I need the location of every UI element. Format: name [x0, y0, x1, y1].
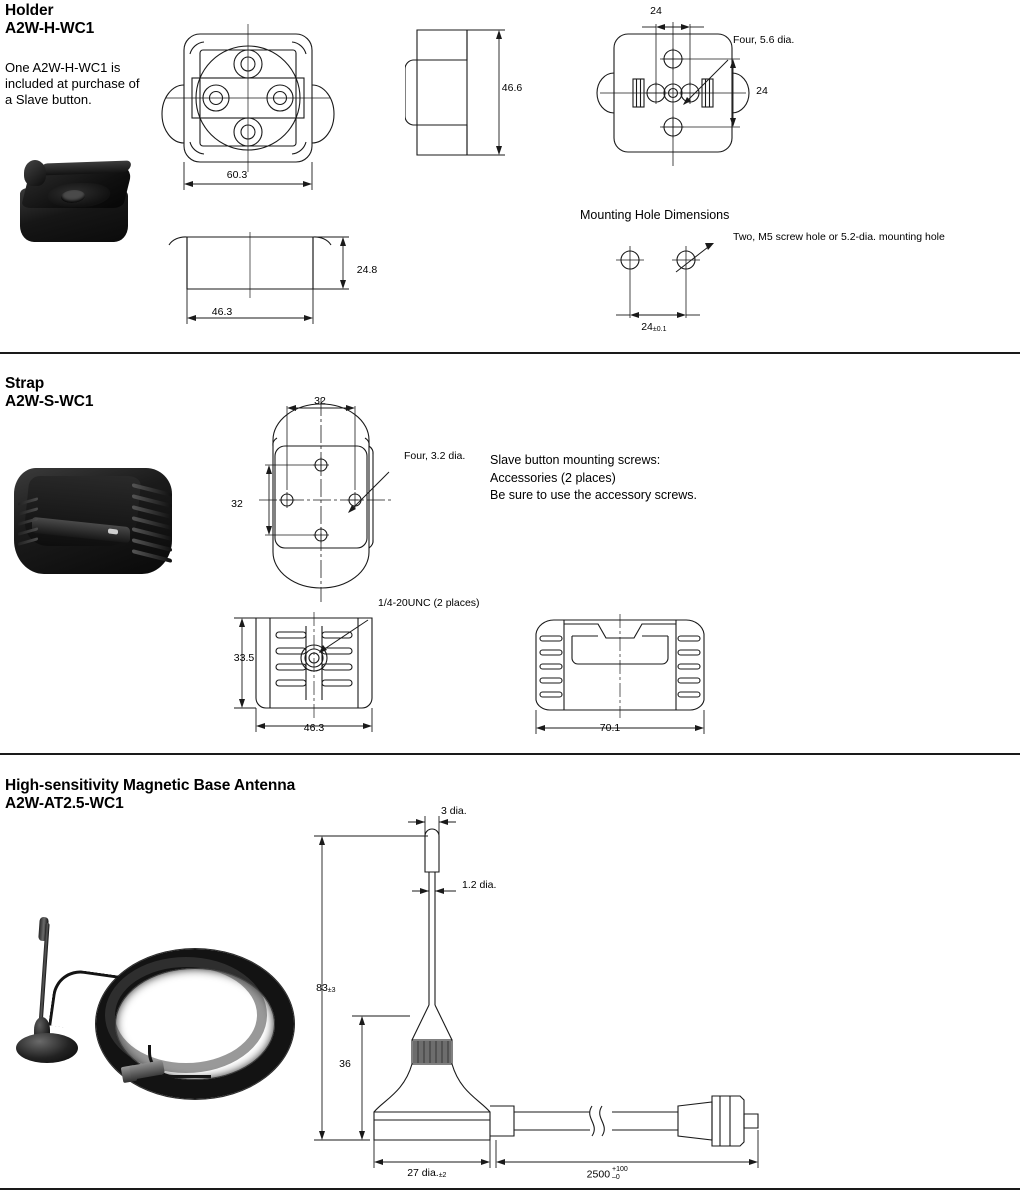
strap-top-view-drawing: [225, 390, 415, 605]
dim-mounting-hole-pitch-value: 24: [641, 321, 653, 333]
dim-antenna-base-dia-tol: ±2: [438, 1172, 447, 1179]
antenna-drawing: [300, 800, 770, 1175]
dim-holder-front-width: 60.3: [226, 169, 248, 181]
dim-antenna-whip-dia: 1.2 dia.: [462, 879, 497, 891]
section-divider-3: [0, 1188, 1020, 1190]
dim-mounting-hole-pitch-tol: ±0.1: [652, 326, 667, 333]
four-5-6-dia-callout: Four, 5.6 dia.: [733, 34, 795, 46]
strap-front-view-drawing: [230, 612, 410, 742]
dim-holder-side-height: 46.6: [501, 82, 523, 94]
quarter-20unc-callout: 1/4-20UNC (2 places): [378, 597, 480, 609]
dim-strap-side-width: 70.1: [599, 722, 621, 734]
dim-antenna-base-dia: 27 dia.±2: [381, 1155, 461, 1193]
strap-mounting-screws-note: Slave button mounting screws: Accessorie…: [490, 453, 698, 502]
holder-rear-view-drawing: [580, 16, 800, 181]
strap-side-view-drawing: [510, 612, 725, 742]
section-title-holder: Holder: [5, 2, 54, 19]
section-model-holder: A2W-H-WC1: [5, 20, 95, 37]
dim-antenna-whip-height-value: 83: [316, 982, 328, 994]
section-divider-2: [0, 753, 1020, 755]
dim-holder-section-width: 46.3: [211, 306, 233, 318]
dim-strap-front-width: 46.3: [303, 722, 325, 734]
section-title-strap: Strap: [5, 375, 45, 392]
four-3-2-dia-callout: Four, 3.2 dia.: [404, 450, 466, 462]
dim-antenna-base-height: 36: [339, 1058, 351, 1070]
dim-strap-pitch-v: 32: [231, 498, 243, 510]
dim-holder-rear-pitch-v: 24: [756, 85, 768, 97]
holder-note-text: One A2W-H-WC1 is included at purchase of…: [5, 60, 140, 107]
dim-antenna-cable-length: 2500+100–0: [575, 1155, 665, 1194]
section-model-strap: A2W-S-WC1: [5, 393, 94, 410]
dim-antenna-base-dia-value: 27 dia.: [407, 1167, 439, 1179]
mounting-hole-drawing: [588, 232, 808, 332]
dim-strap-front-height: 33.5: [233, 652, 255, 664]
dim-antenna-tip-dia: 3 dia.: [441, 805, 467, 817]
section-model-antenna: A2W-AT2.5-WC1: [5, 795, 124, 812]
dim-holder-section-height: 24.8: [356, 264, 378, 276]
dim-antenna-whip-height-tol: ±3: [327, 987, 336, 994]
dim-mounting-hole-pitch: 24±0.1: [618, 309, 678, 347]
mounting-hole-dimensions-heading: Mounting Hole Dimensions: [580, 208, 730, 222]
dim-antenna-cable-length-value: 2500: [586, 1168, 611, 1181]
holder-top-view-drawing: [160, 20, 360, 200]
dim-holder-rear-pitch-h: 24: [650, 5, 662, 17]
two-m5-screw-hole-callout: Two, M5 screw hole or 5.2-dia. mounting …: [733, 231, 945, 243]
dim-strap-pitch-h: 32: [314, 395, 326, 407]
antenna-product-photo: [8, 905, 294, 1099]
holder-side-view-drawing: [405, 26, 535, 171]
holder-product-photo: [14, 148, 140, 250]
section-divider-1: [0, 352, 1020, 354]
dim-antenna-cable-length-tol: +100–0: [612, 1166, 628, 1181]
tol-minus: –0: [612, 1173, 620, 1181]
section-title-antenna: High-sensitivity Magnetic Base Antenna: [5, 777, 296, 794]
tol-plus: +100: [612, 1166, 628, 1173]
strap-product-photo: [10, 460, 176, 580]
dim-antenna-whip-height: 83±3: [298, 970, 342, 1008]
holder-section-view-drawing: [165, 228, 365, 333]
